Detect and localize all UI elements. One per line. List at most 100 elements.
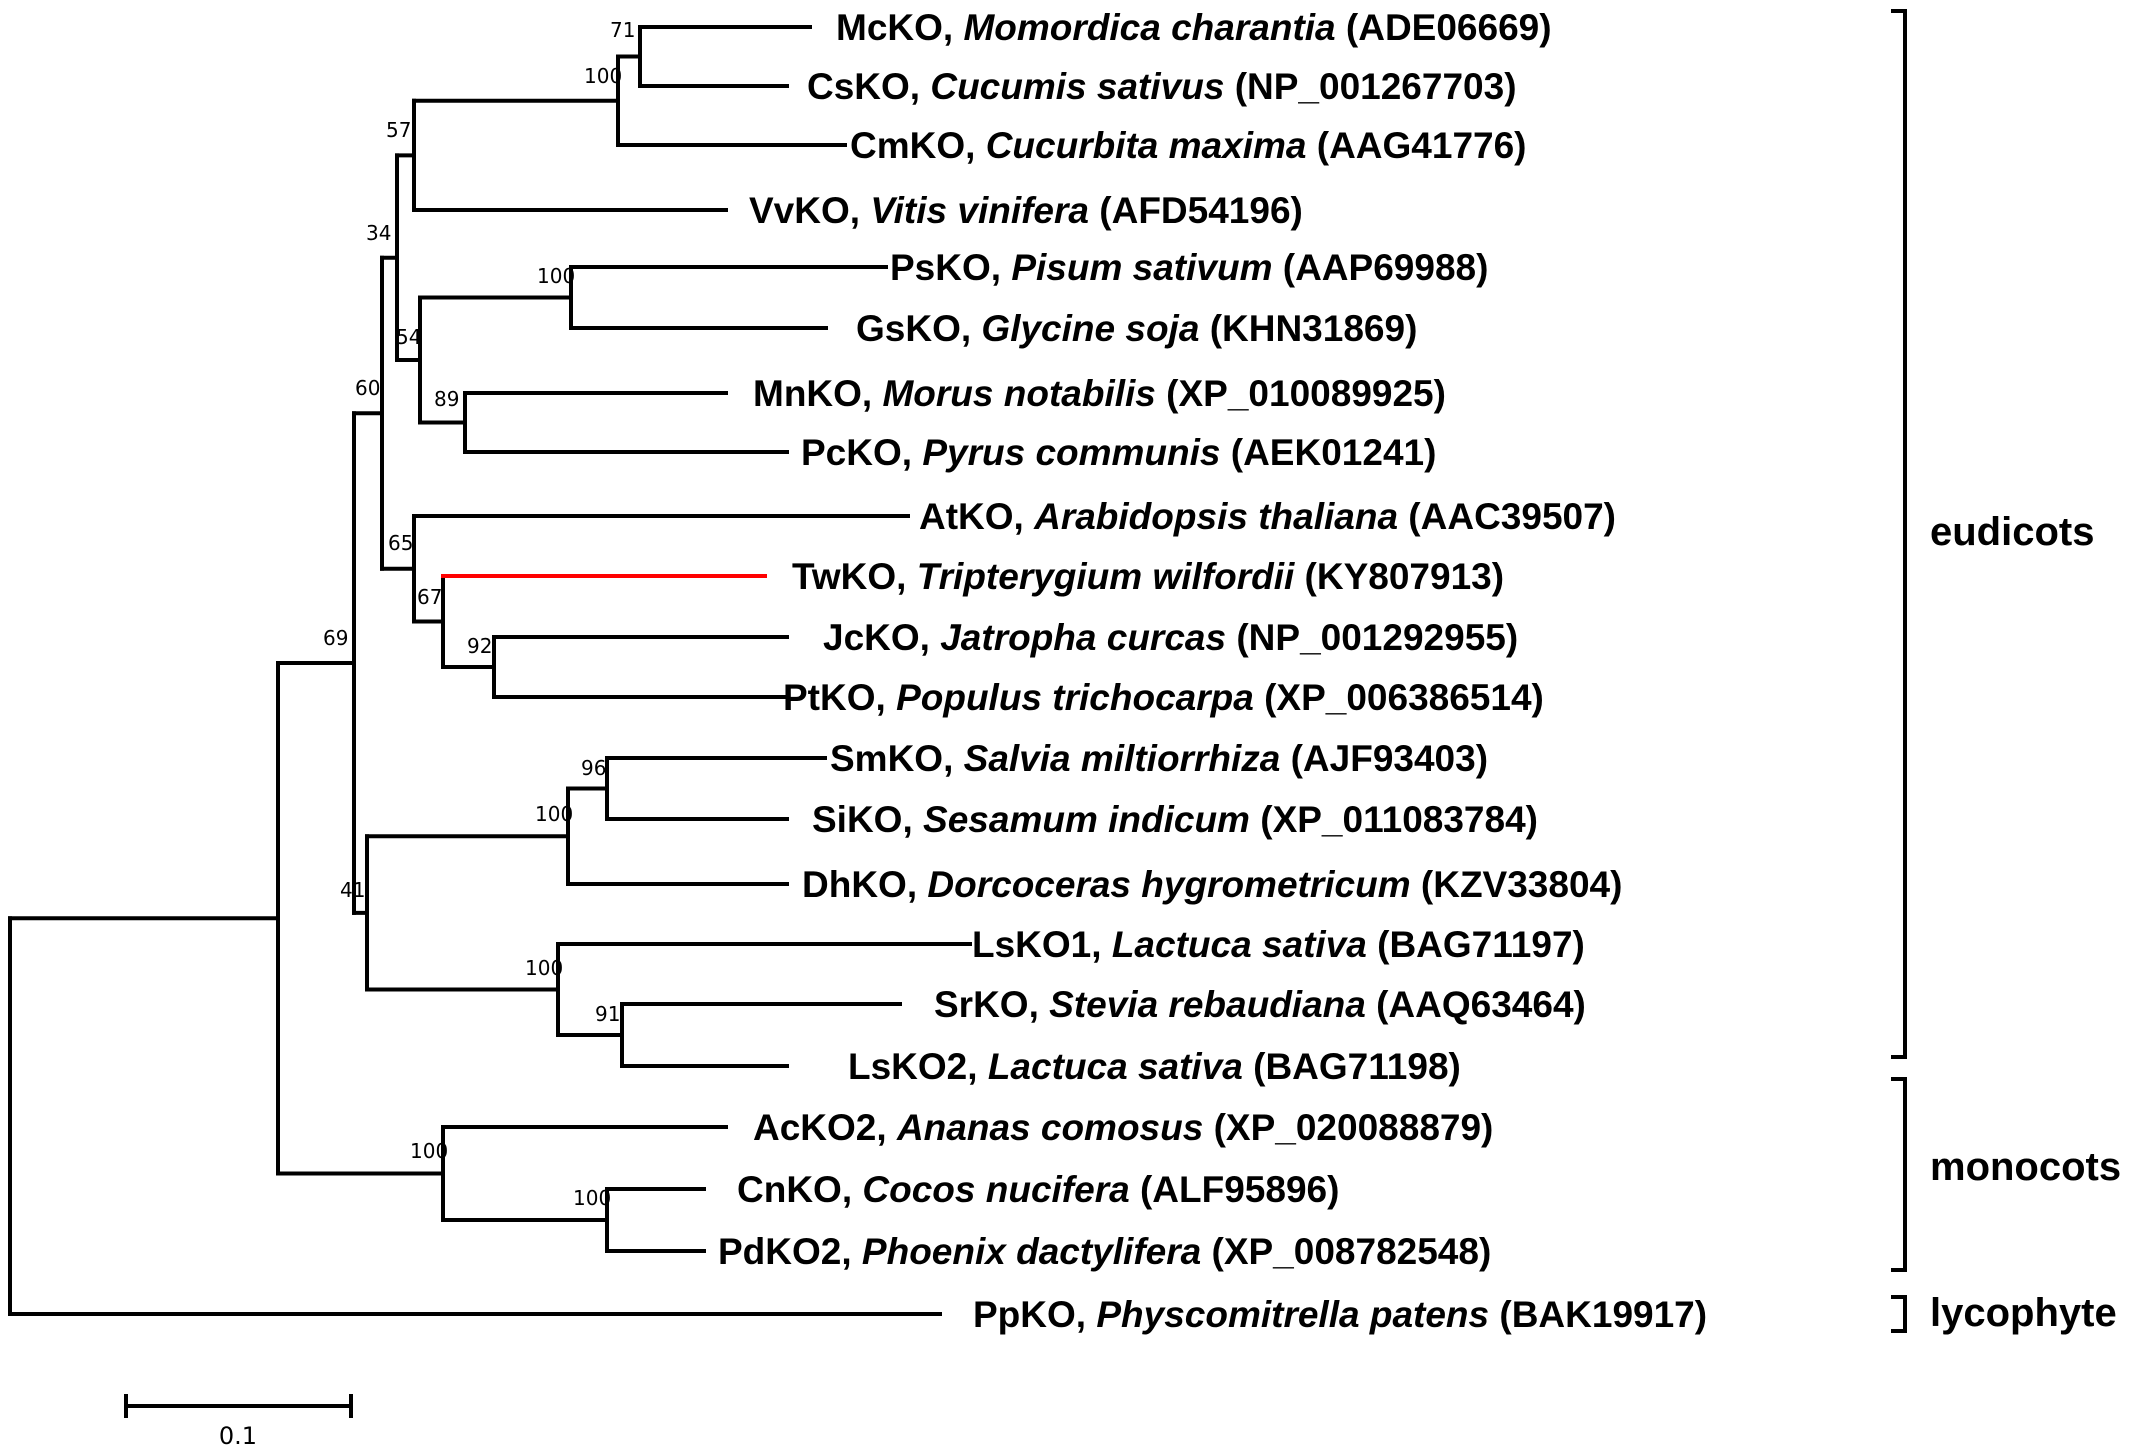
clade-bracket [1891,1295,1907,1333]
bootstrap-value: 89 [434,387,459,411]
leaf-accession: (BAK19917) [1489,1294,1707,1335]
leaf-abbreviation: TwKO, [792,556,917,597]
leaf-abbreviation: CsKO, [807,66,930,107]
leaf-species: Momordica charantia [963,7,1335,48]
leaf-label: AtKO, Arabidopsis thaliana (AAC39507) [919,496,1616,537]
leaf-abbreviation: SmKO, [830,738,964,779]
leaf-accession: (BAG71197) [1367,924,1585,965]
leaf-accession: (NP_001267703) [1224,66,1516,107]
leaf-accession: (ADE06669) [1336,7,1552,48]
leaf-accession: (AAP69988) [1272,247,1488,288]
leaf-accession: (AAG41776) [1306,125,1526,166]
leaf-accession: (XP_008782548) [1201,1231,1491,1272]
leaf-abbreviation: LsKO1, [972,924,1112,965]
leaf-species: Pyrus communis [922,432,1220,473]
leaf-species: Lactuca sativa [988,1046,1243,1087]
bootstrap-value: 92 [467,634,492,658]
leaf-species: Physcomitrella patens [1096,1294,1489,1335]
leaf-accession: (NP_001292955) [1226,617,1518,658]
leaf-label: LsKO1, Lactuca sativa (BAG71197) [972,924,1585,965]
leaf-abbreviation: PsKO, [890,247,1011,288]
scale-bar-label: 0.1 [219,1422,257,1450]
clade-bracket [1891,9,1907,1059]
leaf-accession: (BAG71198) [1243,1046,1461,1087]
leaf-abbreviation: SiKO, [812,799,923,840]
leaf-accession: (XP_010089925) [1156,373,1446,414]
leaf-species: Arabidopsis thaliana [1033,496,1398,537]
leaf-abbreviation: MnKO, [753,373,882,414]
bootstrap-value: 100 [410,1139,448,1163]
leaf-label: McKO, Momordica charantia (ADE06669) [836,7,1552,48]
bootstrap-value: 34 [366,221,391,245]
leaf-label: CnKO, Cocos nucifera (ALF95896) [737,1169,1339,1210]
bootstrap-value: 71 [610,18,635,42]
leaf-abbreviation: GsKO, [856,308,981,349]
bootstrap-values: 7110057341005489606567926996100411009110… [323,18,635,1210]
leaf-abbreviation: AtKO, [919,496,1034,537]
bootstrap-value: 54 [396,325,421,349]
leaf-label: PdKO2, Phoenix dactylifera (XP_008782548… [718,1231,1491,1272]
leaf-abbreviation: PcKO, [801,432,922,473]
bootstrap-value: 69 [323,626,348,650]
leaf-species: Morus notabilis [882,373,1155,414]
bootstrap-value: 41 [340,878,365,902]
bootstrap-value: 91 [595,1002,620,1026]
leaf-species: Salvia miltiorrhiza [964,738,1281,779]
bootstrap-value: 100 [573,1186,611,1210]
leaf-abbreviation: VvKO, [749,190,870,231]
leaf-species: Pisum sativum [1011,247,1272,288]
leaf-accession: (AFD54196) [1089,190,1303,231]
leaf-label: JcKO, Jatropha curcas (NP_001292955) [823,617,1518,658]
bootstrap-value: 100 [535,802,573,826]
leaf-abbreviation: JcKO, [823,617,940,658]
leaf-label: DhKO, Dorcoceras hygrometricum (KZV33804… [802,864,1622,905]
leaf-abbreviation: LsKO2, [848,1046,988,1087]
leaf-label: SiKO, Sesamum indicum (XP_011083784) [812,799,1538,840]
leaf-species: Cucumis sativus [930,66,1224,107]
leaf-species: Stevia rebaudiana [1049,984,1366,1025]
leaf-species: Tripterygium wilfordii [917,556,1295,597]
leaf-species: Glycine soja [981,308,1199,349]
leaf-label: LsKO2, Lactuca sativa (BAG71198) [848,1046,1461,1087]
clade-label: monocots [1930,1145,2121,1189]
leaf-accession: (XP_006386514) [1254,677,1544,718]
bootstrap-value: 100 [537,264,575,288]
leaf-label: PpKO, Physcomitrella patens (BAK19917) [973,1294,1707,1335]
leaf-accession: (XP_020088879) [1203,1107,1493,1148]
leaf-abbreviation: McKO, [836,7,963,48]
clade-bracket [1891,1077,1907,1272]
leaf-label: AcKO2, Ananas comosus (XP_020088879) [753,1107,1493,1148]
leaf-abbreviation: SrKO, [934,984,1049,1025]
leaf-labels: McKO, Momordica charantia (ADE06669) CsKO… [718,7,1707,1335]
leaf-label: MnKO, Morus notabilis (XP_010089925) [753,373,1446,414]
leaf-species: Vitis vinifera [870,190,1089,231]
leaf-species: Ananas comosus [896,1107,1203,1148]
bootstrap-value: 96 [581,756,606,780]
leaf-abbreviation: DhKO, [802,864,927,905]
bootstrap-value: 60 [355,376,380,400]
leaf-abbreviation: CmKO, [850,125,986,166]
leaf-accession: (AEK01241) [1220,432,1436,473]
leaf-label: TwKO, Tripterygium wilfordii (KY807913) [792,556,1504,597]
leaf-label: GsKO, Glycine soja (KHN31869) [856,308,1417,349]
bootstrap-value: 65 [388,531,413,555]
leaf-abbreviation: PpKO, [973,1294,1096,1335]
leaf-species: Jatropha curcas [940,617,1226,658]
leaf-accession: (ALF95896) [1130,1169,1340,1210]
leaf-abbreviation: AcKO2, [753,1107,897,1148]
leaf-label: PtKO, Populus trichocarpa (XP_006386514) [783,677,1544,718]
leaf-species: Populus trichocarpa [896,677,1254,718]
leaf-accession: (AJF93403) [1280,738,1488,779]
leaf-label: PsKO, Pisum sativum (AAP69988) [890,247,1488,288]
scale-bar: 0.1 [124,1394,353,1450]
leaf-species: Phoenix dactylifera [862,1231,1201,1272]
leaf-label: CsKO, Cucumis sativus (NP_001267703) [807,66,1517,107]
bootstrap-value: 67 [417,585,442,609]
leaf-label: SmKO, Salvia miltiorrhiza (AJF93403) [830,738,1488,779]
leaf-species: Dorcoceras hygrometricum [927,864,1410,905]
leaf-label: CmKO, Cucurbita maxima (AAG41776) [850,125,1527,166]
bootstrap-value: 57 [386,118,411,142]
leaf-species: Cocos nucifera [862,1169,1129,1210]
